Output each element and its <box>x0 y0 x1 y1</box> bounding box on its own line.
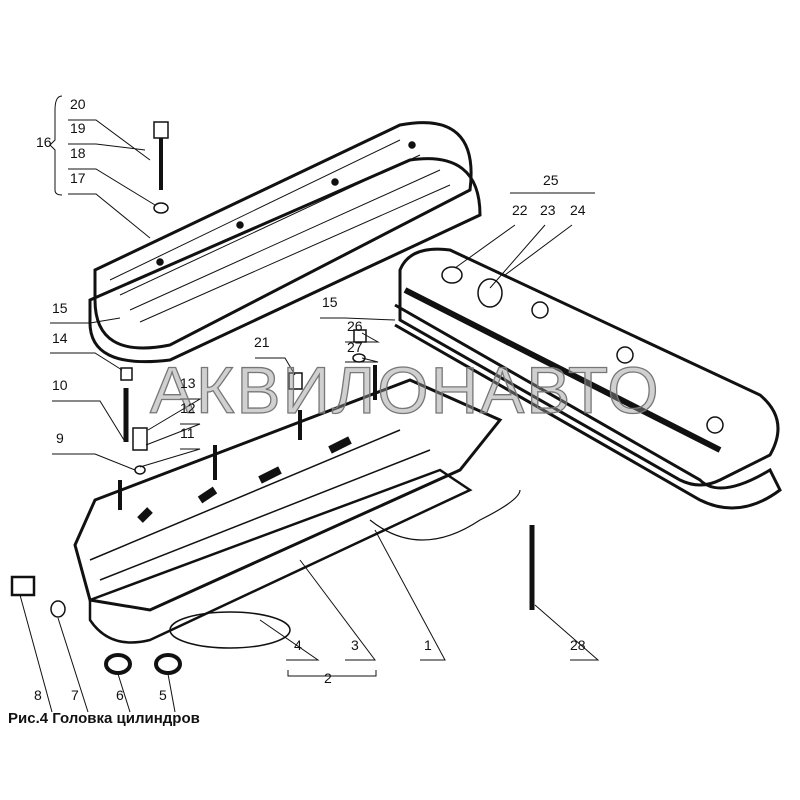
callout-10: 10 <box>52 377 68 393</box>
bolt-20 <box>153 121 169 214</box>
callout-16: 16 <box>36 134 52 150</box>
callout-17: 17 <box>70 170 86 186</box>
callout-12: 12 <box>180 400 196 416</box>
callout-20: 20 <box>70 96 86 112</box>
callout-22: 22 <box>512 202 528 218</box>
callout-11: 11 <box>180 425 195 441</box>
cylinder-head-gasket <box>88 468 521 649</box>
callout-5: 5 <box>159 687 167 703</box>
callout-26: 26 <box>347 318 363 334</box>
callout-8: 8 <box>34 687 42 703</box>
callout-27: 27 <box>347 339 363 355</box>
callout-15-left: 15 <box>52 300 68 316</box>
callout-13: 13 <box>180 375 196 391</box>
valve-cover-left <box>88 121 482 364</box>
leader-lines <box>19 95 600 713</box>
callout-9: 9 <box>56 430 64 446</box>
callout-21: 21 <box>254 334 270 350</box>
callout-6: 6 <box>116 687 124 703</box>
callout-7: 7 <box>71 687 79 703</box>
watermark: АКВИЛОНАВТО <box>149 352 661 427</box>
callout-24: 24 <box>570 202 586 218</box>
callout-2: 2 <box>324 670 332 686</box>
valve-cover-right <box>394 247 782 510</box>
callout-1: 1 <box>424 637 432 653</box>
callout-15-right: 15 <box>322 294 338 310</box>
callout-3: 3 <box>351 637 359 653</box>
small-parts <box>10 329 367 675</box>
figure-caption: Рис.4 Головка цилиндров <box>8 710 200 727</box>
cylinder-head <box>73 365 503 612</box>
callout-23: 23 <box>540 202 556 218</box>
callout-4: 4 <box>294 637 302 653</box>
callout-18: 18 <box>70 145 86 161</box>
callout-19: 19 <box>70 120 86 136</box>
callout-14: 14 <box>52 330 68 346</box>
callout-28: 28 <box>570 637 586 653</box>
callout-25: 25 <box>543 172 559 188</box>
